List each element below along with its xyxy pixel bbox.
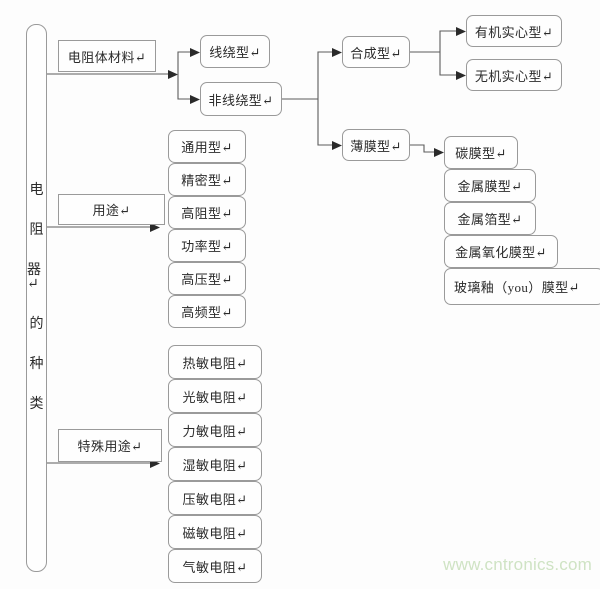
wire-nonwirewound-to-film [317, 99, 332, 146]
arrow-material-to-nonwirewound [190, 95, 200, 104]
node-usage[interactable]: 用途↵ [58, 194, 165, 225]
node-high-frequency[interactable]: 高频型↵ [168, 295, 246, 328]
wire-material-to-nonwirewound [177, 74, 190, 100]
root-node[interactable]: 电 阻 器↵ 的 种 类 [26, 24, 47, 572]
node-thermistor[interactable]: 热敏电阻↵ [168, 345, 262, 379]
node-inorganic-solid[interactable]: 无机实心型↵ [466, 59, 562, 91]
arrow-material-to-wirewound [190, 48, 200, 57]
node-power[interactable]: 功率型↵ [168, 229, 246, 262]
wire-film-to-carbon [410, 144, 434, 153]
node-carbon-film[interactable]: 碳膜型↵ [444, 136, 518, 169]
wire-synthetic-to-organic [439, 30, 456, 52]
node-metal-foil[interactable]: 金属箔型↵ [444, 202, 536, 235]
node-high-resistance[interactable]: 高阻型↵ [168, 196, 246, 229]
wire-synthetic-to-inorganic [439, 52, 456, 76]
node-varistor[interactable]: 压敏电阻↵ [168, 481, 262, 515]
root-char-2: 器↵ [27, 263, 41, 292]
node-nonwirewound[interactable]: 非线绕型↵ [200, 82, 282, 116]
node-material[interactable]: 电阻体材料↵ [58, 40, 156, 72]
node-glass-glaze-film[interactable]: 玻璃釉（you）膜型↵ [444, 268, 600, 305]
site-watermark: www.cntronics.com [443, 555, 592, 574]
node-wirewound[interactable]: 线绕型↵ [200, 35, 270, 68]
node-special[interactable]: 特殊用途↵ [58, 429, 162, 462]
node-general[interactable]: 通用型↵ [168, 130, 246, 163]
node-organic-solid[interactable]: 有机实心型↵ [466, 15, 562, 47]
node-synthetic[interactable]: 合成型↵ [342, 36, 410, 68]
node-humidity[interactable]: 湿敏电阻↵ [168, 447, 262, 481]
root-char-4: 种 [29, 357, 44, 372]
arrow-film-to-carbon [434, 148, 444, 157]
node-film[interactable]: 薄膜型↵ [342, 129, 410, 161]
root-char-5: 类 [29, 397, 44, 412]
arrow-synthetic-to-inorganic [456, 71, 466, 80]
node-gas-sensor[interactable]: 气敏电阻↵ [168, 549, 262, 583]
node-metal-film[interactable]: 金属膜型↵ [444, 169, 536, 202]
root-char-0: 电 [29, 183, 44, 198]
wire-material-to-wirewound [177, 51, 190, 74]
node-high-voltage[interactable]: 高压型↵ [168, 262, 246, 295]
root-char-3: 的 [29, 317, 44, 332]
node-photoresistor[interactable]: 光敏电阻↵ [168, 379, 262, 413]
arrow-synthetic-to-organic [456, 27, 466, 36]
node-magneto[interactable]: 磁敏电阻↵ [168, 515, 262, 549]
root-char-1: 阻 [29, 223, 44, 238]
node-metal-oxide-film[interactable]: 金属氧化膜型↵ [444, 235, 558, 268]
arrow-root-to-material [168, 70, 178, 79]
arrow-nonwirewound-to-film [332, 141, 342, 150]
wire-nonwirewound-to-synthetic [317, 51, 332, 99]
arrow-nonwirewound-to-synthetic [332, 48, 342, 57]
node-precision[interactable]: 精密型↵ [168, 163, 246, 196]
node-force-sensor[interactable]: 力敏电阻↵ [168, 413, 262, 447]
